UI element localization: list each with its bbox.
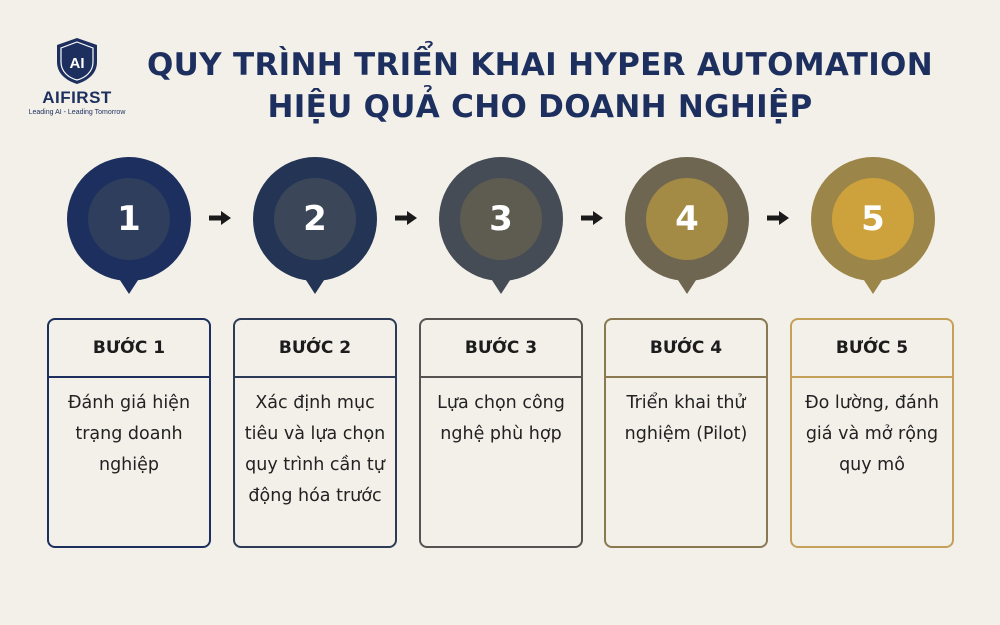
- step-label: BƯỚC 2: [235, 320, 395, 378]
- step-description: Xác định mục tiêu và lựa chọn quy trình …: [244, 393, 386, 506]
- step-4-card: BƯỚC 4 Triển khai thử nghiệm (Pilot): [604, 318, 768, 548]
- logo: AI AIFIRST Leading AI - Leading Tomorrow: [22, 36, 132, 116]
- logo-brand: AIFIRST: [42, 88, 112, 107]
- title-line-2: HIỆU QUẢ CHO DOANH NGHIỆP: [267, 89, 813, 125]
- step-2-card: BƯỚC 2 Xác định mục tiêu và lựa chọn quy …: [233, 318, 397, 548]
- step-description: Đo lường, đánh giá và mở rộng quy mô: [805, 393, 939, 475]
- step-4-pin: 4: [624, 156, 750, 296]
- shield-logo-icon: AI: [57, 38, 97, 84]
- arrow-right-icon: [767, 211, 789, 225]
- map-pin-icon: [253, 157, 377, 294]
- step-number: 4: [675, 199, 699, 239]
- step-3-pin: 3: [438, 156, 564, 296]
- step-number: 1: [117, 199, 141, 239]
- step-5-pin: 5: [810, 156, 936, 296]
- page-title: QUY TRÌNH TRIỂN KHAI HYPER AUTOMATION HI…: [140, 44, 940, 128]
- step-1-pin: 1: [66, 156, 192, 296]
- step-description: Triển khai thử nghiệm (Pilot): [624, 393, 748, 444]
- logo-mark: AI: [70, 55, 85, 72]
- map-pin-icon: [439, 157, 563, 294]
- step-5-card: BƯỚC 5 Đo lường, đánh giá và mở rộng quy …: [790, 318, 954, 548]
- step-label: BƯỚC 3: [421, 320, 581, 378]
- logo-tagline: Leading AI - Leading Tomorrow: [28, 109, 126, 116]
- map-pin-icon: [67, 157, 191, 294]
- title-line-1: QUY TRÌNH TRIỂN KHAI HYPER AUTOMATION: [147, 47, 933, 83]
- step-label: BƯỚC 4: [606, 320, 766, 378]
- arrow-right-icon: [581, 211, 603, 225]
- map-pin-icon: [625, 157, 749, 294]
- step-label: BƯỚC 5: [792, 320, 952, 378]
- arrow-right-icon: [209, 211, 231, 225]
- step-description: Đánh giá hiện trạng doanh nghiệp: [67, 393, 191, 475]
- step-description: Lựa chọn công nghệ phù hợp: [437, 393, 565, 444]
- step-label: BƯỚC 1: [49, 320, 209, 378]
- step-number: 2: [303, 199, 327, 239]
- step-number: 3: [489, 199, 513, 239]
- step-3-card: BƯỚC 3 Lựa chọn công nghệ phù hợp: [419, 318, 583, 548]
- arrow-right-icon: [395, 211, 417, 225]
- step-number: 5: [861, 199, 885, 239]
- step-1-card: BƯỚC 1 Đánh giá hiện trạng doanh nghiệp: [47, 318, 211, 548]
- step-2-pin: 2: [252, 156, 378, 296]
- map-pin-icon: [811, 157, 935, 294]
